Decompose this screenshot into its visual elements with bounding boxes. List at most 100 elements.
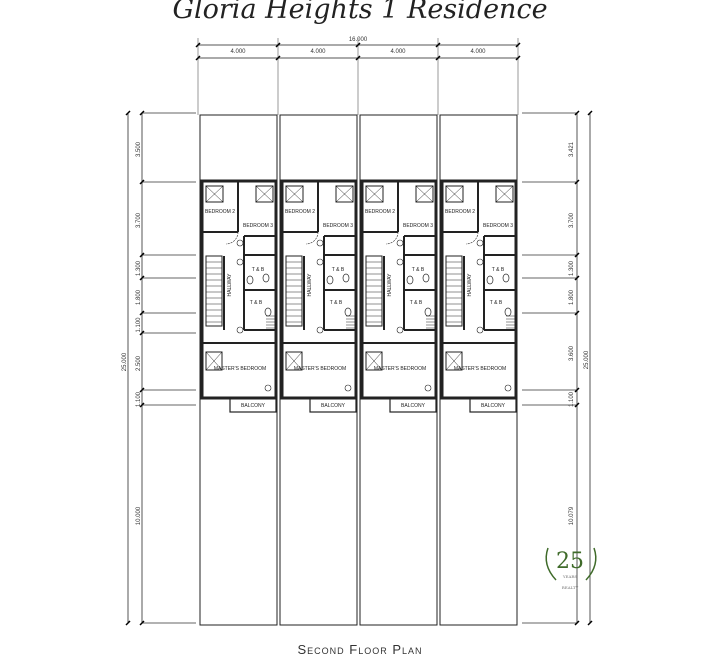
bed-icon-line <box>445 351 463 371</box>
unit-width-label: 4.000 <box>390 49 406 55</box>
dimension-tick <box>574 402 580 408</box>
room-label-hallway: HALLWAY <box>227 273 233 297</box>
bed-icon-line <box>335 185 354 203</box>
dimension-tick <box>515 55 521 61</box>
segment-depth-label: 3.600 <box>569 345 575 361</box>
toilet-icon <box>504 307 512 317</box>
bed-icon-line <box>445 185 464 203</box>
light-fixture-icon <box>396 326 404 334</box>
bed-icon-line <box>255 185 274 203</box>
unit-width-label: 4.000 <box>310 49 326 55</box>
room-label-tb-upper: T & B <box>412 267 425 273</box>
dimension-tick <box>139 620 145 626</box>
unit-width-label: 4.000 <box>470 49 486 55</box>
room-label-tb-lower: T & B <box>250 300 263 306</box>
segment-depth-label: 1.300 <box>569 260 575 276</box>
bed-icon <box>365 351 383 371</box>
dimension-tick <box>125 110 131 116</box>
light-fixture-icon <box>396 258 404 266</box>
room-label-hallway: HALLWAY <box>467 273 473 297</box>
toilet-icon <box>264 307 272 317</box>
room-label-balcony: BALCONY <box>401 403 426 409</box>
dimension-tick <box>435 55 441 61</box>
segment-depth-label: 1.300 <box>136 260 142 276</box>
door-swing <box>305 231 319 245</box>
bed-icon <box>365 185 384 203</box>
bed-icon <box>255 185 274 203</box>
dimension-tick <box>275 42 281 48</box>
dimension-tick <box>195 55 201 61</box>
bed-icon-line <box>285 351 303 371</box>
logo-number: 25 <box>556 549 584 574</box>
light-fixture-icon <box>476 239 484 247</box>
dimension-tick <box>515 42 521 48</box>
bed-icon <box>285 351 303 371</box>
dimension-tick <box>139 330 145 336</box>
laurel-icon <box>545 547 557 581</box>
segment-depth-label: 3.421 <box>569 141 575 157</box>
dimension-tick <box>574 252 580 258</box>
light-fixture-icon <box>264 384 272 392</box>
light-fixture-icon <box>396 239 404 247</box>
dimension-tick <box>355 42 361 48</box>
segment-depth-label: 1.800 <box>569 289 575 305</box>
toilet-icon <box>424 307 432 317</box>
room-label-bedroom-3: BEDROOM 3 <box>323 223 353 229</box>
room-label-masters-bedroom: MASTER'S BEDROOM <box>454 366 506 372</box>
room-label-tb-lower: T & B <box>490 300 503 306</box>
room-label-bedroom-3: BEDROOM 3 <box>243 223 273 229</box>
dimension-tick <box>139 110 145 116</box>
light-fixture-icon <box>424 384 432 392</box>
dimension-tick <box>574 179 580 185</box>
stair <box>445 255 463 327</box>
overall-depth-label: 25.000 <box>584 350 590 369</box>
toilet-icon <box>406 275 414 285</box>
dimension-tick <box>139 275 145 281</box>
segment-depth-label: 1.800 <box>136 289 142 305</box>
toilet-icon <box>246 275 254 285</box>
stair <box>365 255 383 327</box>
room-label-bedroom-3: BEDROOM 3 <box>483 223 513 229</box>
segment-depth-label: 10.079 <box>569 506 575 525</box>
segment-depth-label: 10.000 <box>136 506 142 525</box>
bed-icon-line <box>495 185 514 203</box>
light-fixture-icon <box>236 239 244 247</box>
bed-icon <box>205 351 223 371</box>
segment-depth-label: 3.700 <box>136 212 142 228</box>
segment-depth-label: 3.700 <box>569 212 575 228</box>
toilet-icon <box>326 275 334 285</box>
sink-icon <box>502 273 510 283</box>
logo-text: REALTY <box>562 585 579 590</box>
dimension-tick <box>435 42 441 48</box>
dimension-tick <box>587 110 593 116</box>
room-label-balcony: BALCONY <box>241 403 266 409</box>
light-fixture-icon <box>476 258 484 266</box>
stair <box>285 255 303 327</box>
bed-icon-line <box>205 351 223 371</box>
room-label-hallway: HALLWAY <box>387 273 393 297</box>
dimension-tick <box>139 252 145 258</box>
balcony <box>229 397 277 413</box>
light-fixture-icon <box>316 326 324 334</box>
segment-depth-label: 3.500 <box>136 141 142 157</box>
dimension-tick <box>275 55 281 61</box>
door-swing <box>225 231 239 245</box>
door-swing <box>465 231 479 245</box>
bed-icon-line <box>415 185 434 203</box>
sink-icon <box>342 273 350 283</box>
segment-depth-label: 1.100 <box>136 391 142 407</box>
dimension-tick <box>574 310 580 316</box>
room-label-balcony: BALCONY <box>481 403 506 409</box>
door-swing <box>385 231 399 245</box>
dimension-tick <box>574 110 580 116</box>
unit-width-label: 4.000 <box>230 49 246 55</box>
light-fixture-icon <box>476 326 484 334</box>
toilet-icon <box>486 275 494 285</box>
room-label-bedroom-3: BEDROOM 3 <box>403 223 433 229</box>
overall-depth-label: 25.000 <box>122 352 128 371</box>
bed-icon-line <box>365 351 383 371</box>
